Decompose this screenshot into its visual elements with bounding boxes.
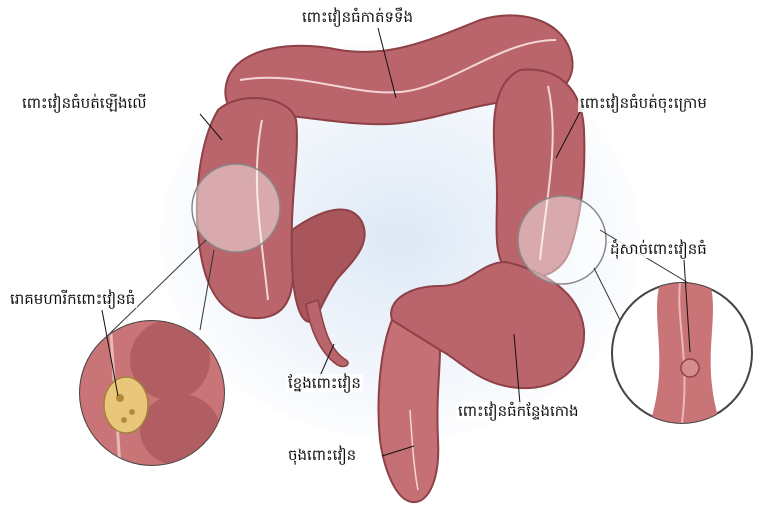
label-appendix: ខ្នែងពោះវៀន <box>286 374 363 392</box>
tumor-shape <box>104 377 148 433</box>
label-transverse-colon: ពោះវៀនធំកាត់ទទឹង <box>300 8 415 26</box>
cancer-inset <box>80 320 224 466</box>
label-ascending-colon: ពោះវៀនធំបត់ឡើងលើ <box>20 94 149 112</box>
highlight-circle <box>192 164 280 252</box>
label-colon-cancer: រោគមហារីកពោះវៀនធំ <box>8 290 137 308</box>
label-descending-colon: ពោះវៀនធំបត់ចុះក្រោម <box>578 94 709 112</box>
highlight-circle <box>518 196 606 284</box>
label-rectum: ចុងពោះវៀន <box>286 446 358 464</box>
label-sigmoid-colon: ពោះវៀនធំកន្ទែងកោង <box>456 402 581 420</box>
label-colon-polyp: ដុំសាច់ពោះវៀនធំ <box>608 240 709 258</box>
polyp-inset <box>612 283 752 423</box>
polyp-shape <box>681 359 699 377</box>
rectum-shape <box>379 320 441 502</box>
